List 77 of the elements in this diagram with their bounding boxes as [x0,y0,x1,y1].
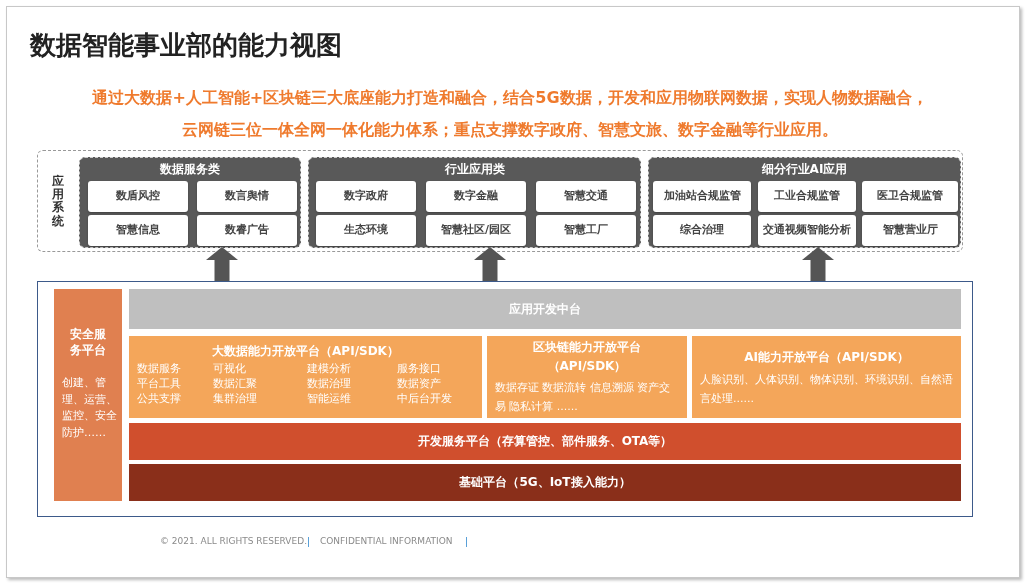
app-label: 智慧社区/园区 [440,224,512,237]
platform-bar [129,289,961,329]
app-box [536,215,636,246]
platform-box [129,336,482,418]
capability-label: 数据服务 [137,362,181,376]
capability-label: 数据治理 [307,377,351,391]
capability-label: 建模分析 [307,362,351,376]
panel-title: 数据服务类 [159,161,221,178]
app-label: 数言舆情 [224,190,270,203]
platform-label: 应用开发中台 [509,300,581,318]
footer-text: CONFIDENTIAL INFORMATION [320,536,453,546]
app-box [758,215,856,246]
app-label: 智慧营业厅 [881,224,939,237]
app-label: 综合治理 [679,224,725,237]
up-arrow [209,247,235,281]
app-label: 智慧信息 [115,224,161,237]
app-label: 智慧交通 [563,190,609,203]
app-box [88,215,188,246]
capability-label: 数据资产 [397,377,441,391]
app-box [316,181,416,212]
title: 数据智能事业部的能力视图 [30,29,342,62]
app-label: 交通视频智能分析 [762,224,852,237]
panel-title: 细分行业AI应用 [760,161,849,178]
app-label: 生态环境 [343,224,389,237]
platform-title: 区块链能力开放平台（API/SDK） [532,339,642,376]
platform-box [487,336,687,418]
app-box [197,181,297,212]
app-box [653,215,751,246]
category-panel [79,157,301,248]
capability-label: 公共支撑 [137,392,181,406]
platform-bar [129,423,961,460]
category-panel [648,157,961,248]
up-arrow [805,247,831,281]
capability-label: 服务接口 [397,362,441,376]
capability-label: 智能运维 [307,392,351,406]
app-label: 加油站合规监管 [662,190,742,203]
platform-title: 安全服务平台 [69,327,107,359]
platform-label: 基础平台（5G、IoT接入能力） [459,474,631,491]
capability-label: 平台工具 [137,377,181,391]
platform-description: 数据存证 数据流转 信息溯源 资产交易 隐私计算 …… [495,380,671,414]
app-box [426,215,526,246]
footer-text: © 2021. ALL RIGHTS RESERVED. [160,536,307,546]
app-label: 智慧工厂 [563,224,609,237]
app-box [88,181,188,212]
group-box [37,150,963,252]
up-arrow [477,247,503,281]
app-box [653,181,751,212]
platform-frame [37,281,973,517]
capability-label: 集群治理 [213,392,257,406]
category-panel [308,157,641,248]
app-label: 数盾风控 [115,190,161,203]
app-label: 数睿广告 [224,224,270,237]
platform-title: 大数据能力开放平台（API/SDK） [211,343,400,360]
platform-description: 创建、管理、运营、监控、安全防护…… [62,375,118,441]
app-box [758,181,856,212]
app-label: 医卫合规监管 [876,190,944,203]
platform-box [54,289,122,501]
capability-label: 可视化 [213,362,246,376]
platform-description: 人脸识别、人体识别、物体识别、环境识别、自然语言处理…… [700,372,953,406]
app-box [862,215,958,246]
platform-box [692,336,961,418]
platform-bar [129,464,961,501]
subtitle: 通过大数据+人工智能+区块链三大底座能力打造和融合，结合5G数据，开发和应用物联网数据，实现人物数据融合，云网链三位一体全网一体化能力体系；重点支撑数字政府、智慧文旅、数字金融等行业应用。 [91,87,929,141]
app-box [862,181,958,212]
app-label: 数字金融 [453,190,499,203]
app-box [536,181,636,212]
capability-label: 数据汇聚 [213,377,257,391]
app-label: 工业合规监管 [773,190,841,203]
platform-title: AI能力开放平台（API/SDK） [743,349,910,366]
vertical-label: 应用系统 [52,175,64,228]
platform-label: 开发服务平台（存算管控、部件服务、OTA等） [417,433,673,450]
app-label: 数字政府 [343,190,389,203]
capability-label: 中后台开发 [397,392,452,406]
app-box [316,215,416,246]
app-box [197,215,297,246]
panel-title: 行业应用类 [443,161,506,178]
app-box [426,181,526,212]
